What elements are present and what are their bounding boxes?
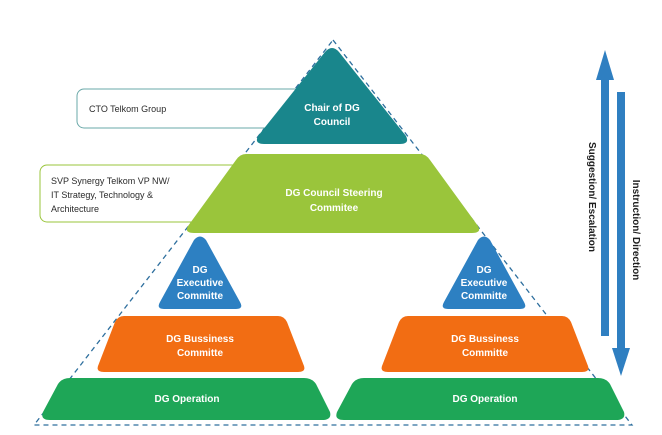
arrow-down-label: Instruction/ Direction (630, 180, 641, 281)
tier-executive-left-line-1: DG (193, 265, 208, 276)
callout-cto: CTO Telkom Group (76, 88, 318, 129)
tier-business-right-line-1: DG Bussiness (451, 334, 519, 345)
tier-business-left-line-2: Committe (177, 348, 224, 359)
pyramid-outline (32, 38, 634, 426)
tier-operation-left (42, 378, 331, 420)
tier-operation-left-label: DG Operation (154, 394, 219, 405)
arrow-up-label: Suggestion/ Escalation (586, 142, 597, 252)
tier-executive-left-line-2: Executive (177, 278, 224, 289)
tier-executive-right-line-2: Executive (461, 278, 508, 289)
tier-chair-line-1: Chair of DG (304, 103, 360, 114)
tier-business-left-line-1: DG Bussiness (166, 334, 234, 345)
callout-svp-line-1: SVP Synergy Telkom VP NW/ (51, 176, 170, 186)
tier-steering-line-2: Commitee (310, 203, 359, 214)
tier-chair (256, 48, 408, 144)
tier-operation-right (336, 378, 625, 420)
tier-chair-line-2: Council (314, 117, 351, 128)
tier-executive-right (442, 236, 526, 309)
tier-executive-right-line-3: Committe (461, 291, 508, 302)
callout-cto-text: CTO Telkom Group (89, 104, 166, 114)
tier-steering (186, 154, 480, 233)
tier-business-right (381, 316, 589, 372)
callout-svp-line-3: Architecture (51, 204, 99, 214)
tier-operation-right-label: DG Operation (452, 394, 517, 405)
arrow-up-suggestion (596, 50, 614, 336)
tier-business-left (97, 316, 305, 372)
tier-executive-left-line-3: Committe (177, 291, 224, 302)
tier-executive-left (158, 236, 242, 309)
tier-steering-line-1: DG Council Steering (285, 188, 382, 199)
arrow-down-instruction (612, 92, 630, 376)
tier-business-right-line-2: Committe (462, 348, 509, 359)
callout-svp-line-2: IT Strategy, Technology & (51, 190, 153, 200)
tier-executive-right-line-1: DG (477, 265, 492, 276)
